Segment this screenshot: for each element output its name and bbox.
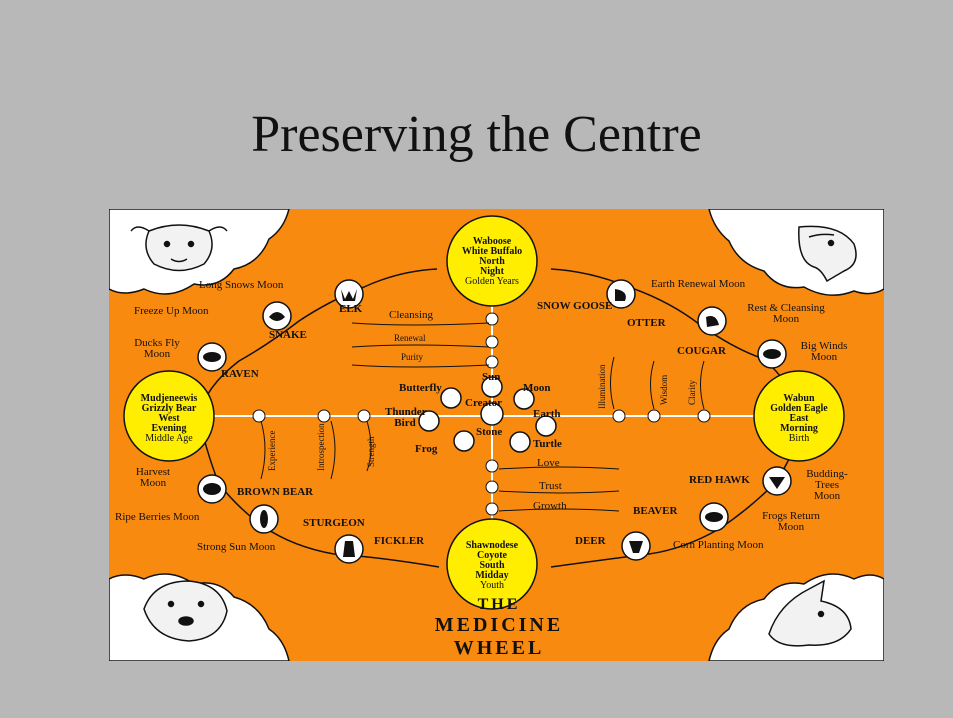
- centre-sun: Sun: [482, 371, 501, 383]
- path-dots: [252, 312, 711, 516]
- wheel-title-the: THE: [477, 596, 521, 613]
- path-label-lines: [260, 322, 705, 512]
- totem-brown-bear: BROWN BEAR: [237, 486, 314, 498]
- slide-title: Preserving the Centre: [251, 106, 702, 163]
- west-path-introspection: Introspection: [316, 423, 326, 472]
- east-label: Wabun Golden Eagle East Morning Birth: [770, 393, 828, 444]
- totem-beaver: BEAVER: [633, 505, 678, 517]
- totem-snake: SNAKE: [269, 329, 307, 341]
- totem-sturgeon: STURGEON: [303, 517, 365, 529]
- east-path-clarity: Clarity: [687, 380, 697, 405]
- centre-frog: Frog: [415, 443, 438, 455]
- east-circle: [753, 370, 845, 462]
- turtle-icon: [509, 431, 531, 453]
- wheel-title-wheel: WHEEL: [453, 637, 545, 659]
- totem-cougar: COUGAR: [677, 345, 726, 357]
- centre-moon: Moon: [523, 382, 551, 394]
- south-path-growth: Growth: [533, 500, 567, 512]
- centre-turtle: Turtle: [533, 438, 562, 450]
- wheel-drawing: [109, 209, 884, 661]
- butterfly-icon: [440, 387, 462, 409]
- wheel-title-medicine: MEDICINE: [434, 614, 564, 636]
- bear-head-icon: [143, 580, 228, 642]
- totem-otter: OTTER: [627, 317, 666, 329]
- east-path-illumination: Illumination: [597, 364, 607, 410]
- totem-fickler: FICKLER: [374, 535, 425, 547]
- moon-long-snows: Long Snows Moon: [199, 279, 284, 291]
- direction-circles: [123, 215, 845, 610]
- north-path-cleansing: Cleansing: [389, 309, 433, 321]
- eagle-head-icon: [798, 225, 857, 283]
- east-path-wisdom: Wisdom: [659, 374, 669, 405]
- west-circle: [123, 370, 215, 462]
- moon-icon: [513, 388, 535, 410]
- medicine-wheel-image: Waboose White Buffalo North Night Golden…: [109, 209, 884, 661]
- south-label: Shawnodese Coyote South Midday Youth: [465, 540, 519, 591]
- coyote-head-icon: [768, 579, 852, 647]
- centre-butterfly: Butterfly: [399, 382, 442, 394]
- moon-strong-sun: Strong Sun Moon: [197, 541, 276, 553]
- frog-icon: [453, 430, 475, 452]
- moon-earth-renewal: Earth Renewal Moon: [651, 278, 746, 290]
- north-path-purity: Purity: [401, 352, 424, 362]
- centre-creator: Creator: [465, 397, 503, 409]
- earth-icon: [535, 415, 557, 437]
- west-path-experience: Experience: [267, 430, 277, 471]
- north-circle: [446, 215, 538, 307]
- totem-red-hawk: RED HAWK: [689, 474, 750, 486]
- totem-raven: RAVEN: [221, 368, 259, 380]
- south-path-love: Love: [537, 457, 560, 469]
- totem-elk: ELK: [339, 303, 363, 315]
- moon-ripe-berries: Ripe Berries Moon: [115, 511, 200, 523]
- creator-icon: [480, 402, 504, 426]
- centre-icons: [418, 376, 557, 453]
- sun-icon: [481, 376, 503, 398]
- totem-snow-goose: SNOW GOOSE: [537, 300, 613, 312]
- south-path-trust: Trust: [539, 480, 562, 492]
- thunder-bird-icon: [418, 410, 440, 432]
- south-circle: [446, 518, 538, 610]
- north-path-renewal: Renewal: [394, 333, 426, 343]
- buffalo-head-icon: [130, 224, 228, 272]
- west-path-strength: Strength: [366, 436, 376, 468]
- west-label: Mudjeneewis Grizzly Bear West Evening Mi…: [140, 393, 198, 444]
- totem-deer: DEER: [575, 535, 606, 547]
- centre-earth: Earth: [533, 408, 561, 420]
- moon-corn-planting: Corn Planting Moon: [673, 539, 764, 551]
- moon-freeze-up: Freeze Up Moon: [134, 305, 209, 317]
- centre-stone: Stone: [476, 426, 503, 438]
- north-label: Waboose White Buffalo North Night Golden…: [461, 236, 523, 287]
